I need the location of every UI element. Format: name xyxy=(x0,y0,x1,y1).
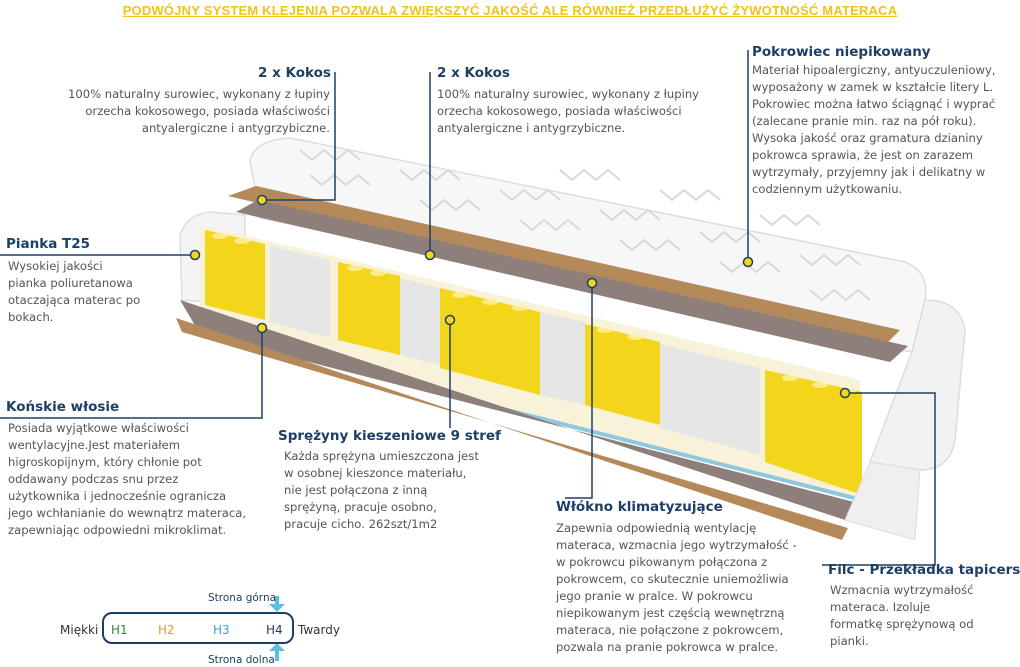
kokos-left-text: 100% naturalny surowiec, wykonany z łupi… xyxy=(67,87,330,135)
pianka-text: Wysokiej jakości pianka poliuretanowa ot… xyxy=(8,259,141,324)
pianka-title: Pianka T25 xyxy=(6,236,91,252)
konskie-text: Posiada wyjątkowe właściwości wentylacyj… xyxy=(8,421,247,537)
filc-text: Wzmacnia wytrzymałość materaca. Izoluje … xyxy=(830,583,974,648)
soft-label: Miękki xyxy=(60,623,99,637)
bottom-side-label: Strona dolna xyxy=(208,654,275,666)
firmness-arrows xyxy=(269,596,285,661)
wlokno-text: Zapewnia odpowiednią wentylację materaca… xyxy=(556,521,797,654)
konskie-title: Końskie włosie xyxy=(6,399,120,415)
firmness-level-h1: H1 xyxy=(111,623,128,637)
mattress-cover-bottom xyxy=(844,461,921,541)
top-side-label: Strona górna xyxy=(208,592,277,604)
leader-dots xyxy=(189,194,851,399)
spring-zones xyxy=(205,230,862,495)
firmness-level-h2: H2 xyxy=(158,623,175,637)
leader-lines xyxy=(0,50,936,566)
firmness-level-h3: H3 xyxy=(213,623,230,637)
cover-quilting xyxy=(299,148,871,302)
horsehair-layer-bottom xyxy=(180,300,862,520)
hard-label: Twardy xyxy=(298,623,340,637)
horsehair-layer-top xyxy=(236,200,908,362)
banner-title: PODWÓJNY SYSTEM KLEJENIA POZWALA ZWIĘKSZ… xyxy=(122,3,898,18)
sprezyny-title: Sprężyny kieszeniowe 9 stref xyxy=(278,428,501,444)
firmness-scale xyxy=(102,612,294,644)
filc-title: Filc - Przekładka tapicerska xyxy=(828,562,1020,578)
sprezyny-text: Każda sprężyna umieszczona jest w osobne… xyxy=(284,449,479,531)
coconut-layer-bottom xyxy=(176,318,848,540)
mattress-cover-side xyxy=(868,299,966,471)
wlokno-title: Włókno klimatyzujące xyxy=(556,499,723,515)
firmness-level-h4: H4 xyxy=(266,623,283,637)
pokrowiec-title: Pokrowiec niepikowany xyxy=(752,44,931,60)
kokos-mid-title: 2 x Kokos xyxy=(437,65,510,81)
kokos-mid-text: 100% naturalny surowiec, wykonany z łupi… xyxy=(437,87,700,135)
pokrowiec-text: Materiał hipoalergiczny, antyuczuleniowy… xyxy=(752,63,996,196)
kokos-left-title: 2 x Kokos xyxy=(258,65,331,81)
